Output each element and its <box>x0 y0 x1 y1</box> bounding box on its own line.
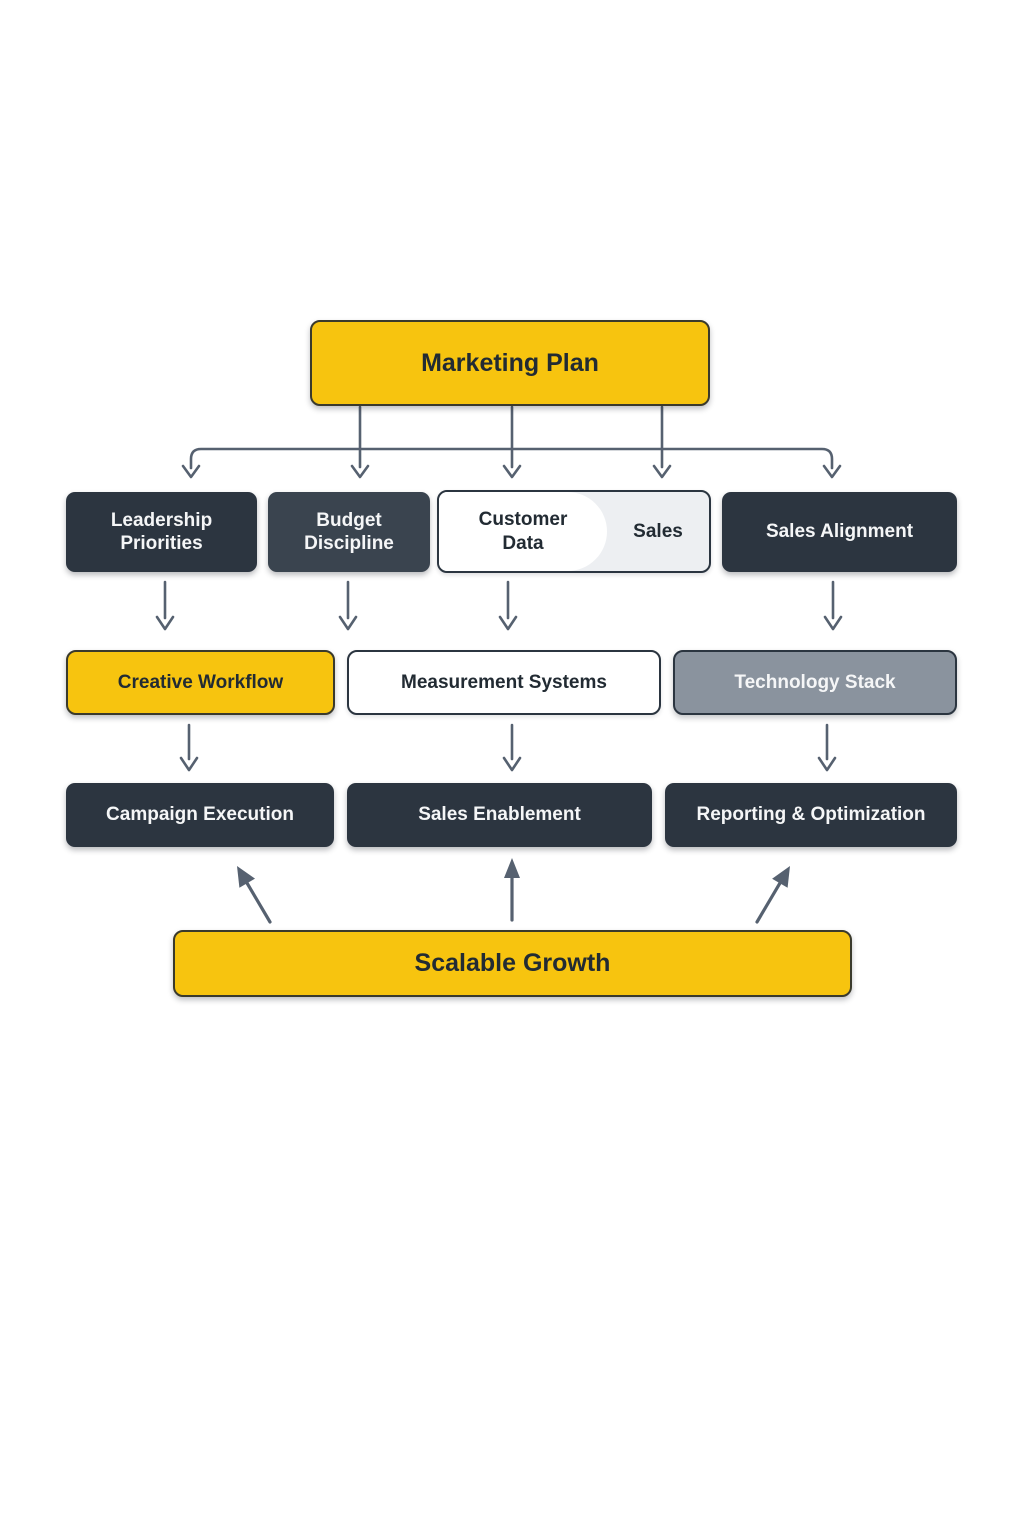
node-leadership-priorities: Leadership Priorities <box>66 492 257 572</box>
node-measurement-systems: Measurement Systems <box>347 650 661 715</box>
node-scalable-growth: Scalable Growth <box>173 930 852 997</box>
node-label: Sales Enablement <box>418 804 581 826</box>
arrows-row2-to-row3 <box>155 580 843 631</box>
node-campaign-execution: Campaign Execution <box>66 783 334 847</box>
node-label: Marketing Plan <box>421 348 599 377</box>
node-label: Budget Discipline <box>304 509 394 554</box>
node-label: Reporting & Optimization <box>696 804 926 826</box>
node-customer-data-sales: Customer Data Sales <box>437 490 711 573</box>
node-marketing-plan: Marketing Plan <box>310 320 710 406</box>
node-label: Measurement Systems <box>401 671 607 693</box>
node-sales: Sales <box>607 492 709 571</box>
arrows-row3-to-row4 <box>179 723 837 772</box>
node-budget-discipline: Budget Discipline <box>268 492 430 572</box>
arrows-marketing-to-row2 <box>181 405 842 479</box>
node-label: Leadership Priorities <box>110 509 213 554</box>
node-label: Sales <box>633 520 683 542</box>
node-creative-workflow: Creative Workflow <box>66 650 335 715</box>
node-sales-alignment: Sales Alignment <box>722 492 957 572</box>
node-reporting-optimization: Reporting & Optimization <box>665 783 957 847</box>
node-customer-data: Customer Data <box>439 492 607 571</box>
node-label: Sales Alignment <box>765 521 914 543</box>
node-label: Technology Stack <box>734 671 896 693</box>
node-label: Campaign Execution <box>106 804 294 826</box>
node-sales-enablement: Sales Enablement <box>347 783 652 847</box>
node-technology-stack: Technology Stack <box>673 650 957 715</box>
node-label: Creative Workflow <box>117 671 284 693</box>
node-label: Customer Data <box>478 509 568 554</box>
arrows-growth-up-to-row4 <box>237 858 790 924</box>
node-label: Scalable Growth <box>414 949 611 978</box>
